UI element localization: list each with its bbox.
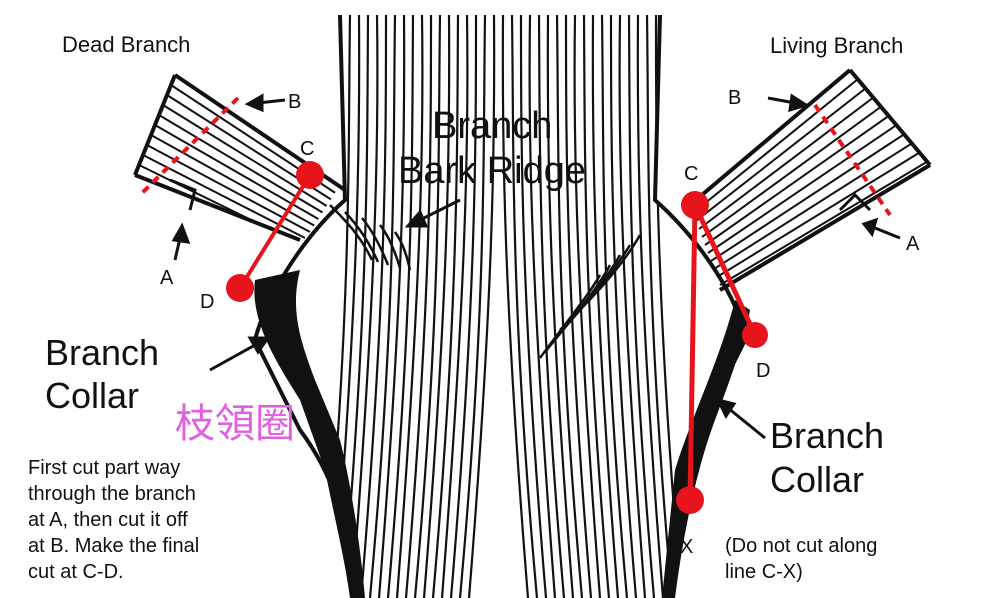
svg-text:First cut part way: First cut part way [28, 457, 180, 479]
right-a-arrow [864, 220, 900, 238]
svg-text:line C-X): line C-X) [725, 561, 803, 583]
trunk-grain-line [521, 15, 546, 598]
svg-text:cut at C-D.: cut at C-D. [28, 561, 124, 583]
trunk-grain-line [593, 15, 618, 598]
living-branch-label: Living Branch [770, 33, 903, 58]
right-b-arrow [768, 96, 806, 110]
left-b-arrow [248, 96, 285, 110]
right-point-a-label: A [906, 233, 920, 255]
trunk-grain-line [602, 15, 627, 598]
chinese-collar-label: 枝領圈 [175, 401, 295, 447]
trunk-grain-line [406, 15, 431, 598]
left-point-c-dot [296, 161, 324, 189]
right-point-d-dot [742, 322, 768, 348]
trunk-grain-line [370, 15, 395, 598]
trunk-grain-line [512, 15, 537, 598]
left-a-arrow [174, 226, 188, 260]
right-point-c-dot [681, 191, 709, 219]
dead-branch-label: Dead Branch [62, 32, 190, 57]
svg-text:(Do not cut along: (Do not cut along [725, 535, 877, 557]
left-collar-arrow [210, 338, 268, 370]
svg-text:Collar: Collar [45, 375, 139, 416]
trunk-grain-line [503, 15, 528, 598]
trunk-grain-line [460, 15, 485, 598]
trunk-grain-line [415, 15, 440, 598]
left-cut-line-ab [140, 98, 238, 195]
trunk-grain-line [352, 15, 377, 598]
right-collar-arrow [718, 400, 765, 438]
svg-text:Bark Ridge: Bark Ridge [398, 150, 586, 192]
svg-text:at B. Make the final: at B. Make the final [28, 535, 199, 557]
trunk-grain-line [539, 15, 564, 598]
left-point-b-label: B [288, 91, 301, 113]
trunk-grain-line [442, 15, 467, 598]
trunk-grain-line [469, 15, 494, 598]
trunk-grain-line [530, 15, 555, 598]
right-branch-collar-label: Branch Collar [770, 415, 884, 500]
svg-text:through the branch: through the branch [28, 483, 196, 505]
trunk-grain-line [451, 15, 476, 598]
right-point-d-label: D [756, 360, 770, 382]
left-branch-collar-label: Branch Collar [45, 332, 159, 416]
bark-ridge-left [330, 205, 410, 270]
trunk-grain-line [611, 15, 636, 598]
trunk-grain-line [361, 15, 386, 598]
trunk-grain-line [629, 15, 654, 598]
left-point-d-label: D [200, 291, 214, 313]
left-instructions: First cut part way through the branch at… [28, 457, 199, 583]
trunk-grain-line [388, 15, 413, 598]
living-branch [690, 70, 930, 290]
svg-text:Branch: Branch [432, 105, 552, 147]
trunk-grain-line [584, 15, 609, 598]
left-point-d-dot [226, 274, 254, 302]
svg-text:at A, then cut it off: at A, then cut it off [28, 509, 188, 531]
svg-text:Branch: Branch [45, 332, 159, 373]
trunk-grain-line [548, 15, 573, 598]
trunk-grain-line [379, 15, 404, 598]
svg-text:Branch: Branch [770, 415, 884, 456]
trunk-grain-line [620, 15, 645, 598]
point-x-label: X [680, 536, 693, 558]
trunk-grain-line [433, 15, 458, 598]
right-point-c-label: C [684, 163, 698, 185]
point-x-dot [676, 486, 704, 514]
left-point-a-label: A [160, 267, 174, 289]
left-point-c-label: C [300, 138, 314, 160]
trunk-grain-line [397, 15, 422, 598]
trunk-grain-line [424, 15, 449, 598]
right-point-b-label: B [728, 87, 741, 109]
bark-ridge-arrow [408, 200, 460, 226]
right-instructions: (Do not cut along line C-X) [725, 535, 877, 583]
svg-text:Collar: Collar [770, 459, 864, 500]
